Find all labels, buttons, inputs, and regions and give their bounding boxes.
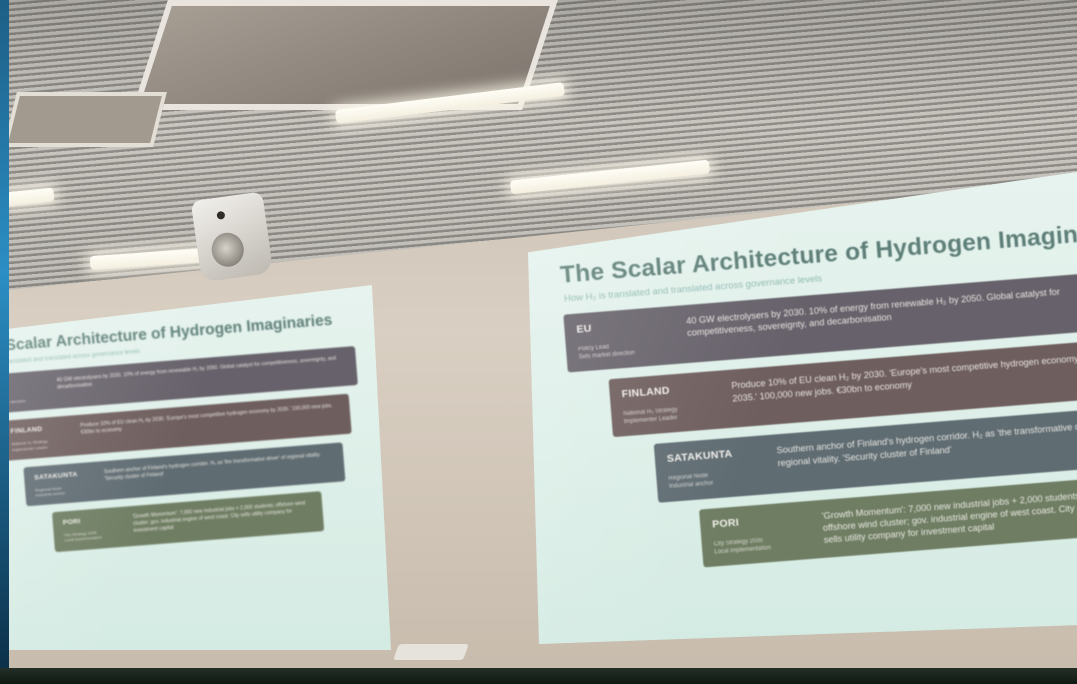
tier-role: Regional Node Industrial anchor — [34, 485, 66, 498]
left-frame-edge — [0, 0, 9, 684]
tier-role: National H₂ Strategy Implementer Leader — [623, 407, 678, 426]
tier-name: FINLAND — [621, 384, 671, 401]
tier-text: 40 GW electrolysers by 2030. 10% of ener… — [56, 355, 337, 391]
tier-name: FINLAND — [10, 426, 43, 436]
tier-role: City Strategy 2035 Local implementation — [63, 530, 103, 543]
tier-name: EU — [576, 322, 593, 336]
tier-role: National H₂ Strategy Implementer Leader — [11, 438, 48, 452]
slide-right: The Scalar Architecture of Hydrogen Imag… — [559, 212, 1077, 587]
tier-text: 'Growth Momentum': 7,000 new industrial … — [821, 490, 1077, 546]
tier-name: SATAKUNTA — [666, 448, 733, 466]
tier-name: PORI — [711, 516, 740, 531]
tier-name: EU — [9, 378, 57, 390]
projection-screen-left: The Scalar Architecture of Hydrogen Imag… — [9, 285, 391, 650]
tier-head: SATAKUNTA Regional Node Industrial ancho… — [34, 469, 106, 498]
tier-text: Produce 10% of EU clean H₂ by 2030. 'Eur… — [80, 403, 333, 436]
projection-screen-right: The Scalar Architecture of Hydrogen Imag… — [528, 172, 1077, 644]
tier-head: FINLAND National H₂ Strategy Implementer… — [621, 380, 734, 427]
tier-text: Produce 10% of EU clean H₂ by 2030. 'Eur… — [731, 352, 1077, 404]
floor-strip — [0, 668, 1077, 684]
tier-head: EU Policy Lead Sets market direction — [576, 315, 689, 362]
tier-role: City Strategy 2035 Local implementation — [713, 537, 772, 556]
tier-role: Regional Node Industrial anchor — [668, 473, 714, 491]
wall-speaker — [190, 191, 274, 283]
tier-text: Southern anchor of Finland's hydrogen co… — [776, 419, 1077, 469]
ceiling-panel-small — [3, 92, 167, 147]
desk-object — [393, 644, 469, 660]
tier-head: EU Policy Lead Sets market direction — [9, 378, 58, 407]
tier-name: PORI — [62, 518, 81, 527]
tier-head: PORI City Strategy 2035 Local implementa… — [63, 514, 135, 543]
speaker-cone — [209, 230, 246, 269]
tier-head: PORI City Strategy 2035 Local implementa… — [712, 510, 825, 557]
slide-left: The Scalar Architecture of Hydrogen Imag… — [9, 303, 391, 565]
tier-head: FINLAND National H₂ Strategy Implementer… — [10, 423, 82, 452]
speaker-tweeter — [216, 210, 226, 220]
tier-text: Southern anchor of Finland's hydrogen co… — [103, 451, 321, 482]
tier-head: SATAKUNTA Regional Node Industrial ancho… — [667, 445, 780, 492]
tier-role: Policy Lead Sets market direction — [9, 398, 26, 405]
tier-text: 'Growth Momentum': 7,000 new industrial … — [132, 500, 306, 534]
tier-name: SATAKUNTA — [33, 470, 78, 482]
tier-role: Policy Lead Sets market direction — [577, 344, 636, 361]
